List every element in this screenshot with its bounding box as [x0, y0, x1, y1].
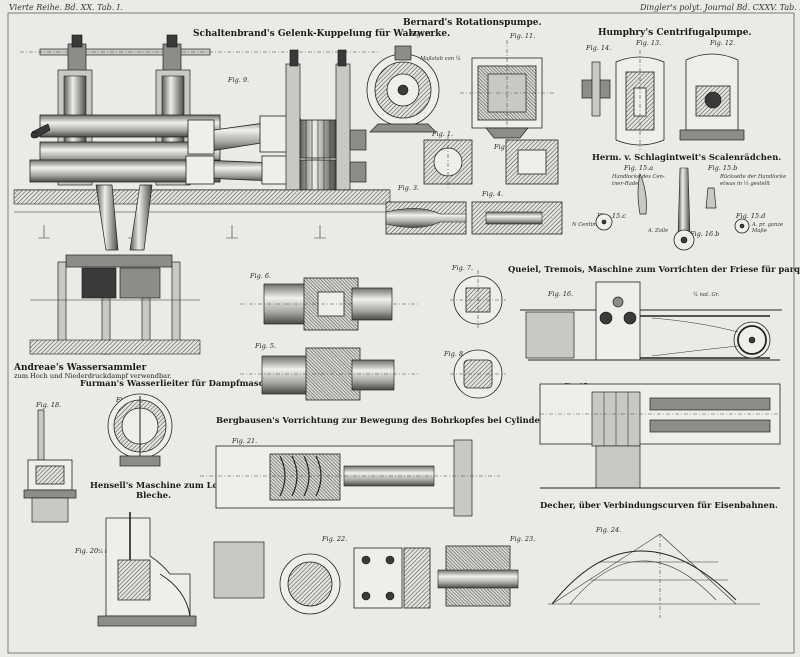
- label-fig-6: Fig. 6.: [249, 272, 271, 280]
- header-left: Vierte Reihe. Bd. XX. Tab. I.: [9, 3, 123, 12]
- title-schlagintweit: Herm. v. Schlagintweit's Scalenrädchen.: [592, 152, 781, 162]
- drawing-fig-11-pump-section: [460, 40, 556, 140]
- drawing-fig-4: [471, 201, 563, 235]
- title-humphry: Humphry's Centrifugalpumpe.: [598, 28, 752, 38]
- note-rueckseite-2: etwas in ⅓ gestellt: [720, 181, 771, 187]
- label-fig-7: Fig. 7.: [451, 264, 473, 272]
- title-bernard: Bernard's Rotationspumpe.: [403, 18, 542, 28]
- title-queiel: Queiel, Tremois, Maschine zum Vorrichten…: [508, 264, 800, 274]
- header-right: Dingler's polyt. Journal Bd. CXXV. Tab. …: [639, 3, 800, 12]
- label-fig-16b: Fig. 16.b: [689, 230, 719, 238]
- title-schaltenbrand: Schaltenbrand's Gelenk-Kuppelung für Wal…: [193, 28, 450, 39]
- label-fig-23: Fig. 23.: [509, 535, 535, 543]
- subtitle-andreae: zum Hoch und Niederdruckdampf verwendbar…: [14, 372, 172, 380]
- label-fig-5: Fig. 5.: [254, 342, 276, 350]
- title-furman: Furman's Wasserlieiter für Dampfmaschine…: [80, 378, 293, 388]
- drawing-fig-17: [539, 383, 781, 489]
- drawing-fig-7: [450, 270, 506, 330]
- drawing-fig-19: [107, 393, 173, 467]
- drawing-fig-6: [240, 277, 420, 331]
- note-pfund-2: Maße: [751, 228, 767, 234]
- label-fig-18: Fig. 18.: [35, 401, 61, 409]
- drawing-fig-21: [200, 439, 500, 517]
- drawing-fig-9-rolling-mill: [13, 34, 391, 355]
- label-fig-8: Fig. 8.: [443, 350, 465, 358]
- label-fig-24: Fig. 24.: [595, 526, 621, 534]
- note-centimeter: N Centimeter: [571, 222, 608, 228]
- label-fig-4: Fig. 4.: [481, 190, 503, 198]
- label-fig-10: Fig. 10.: [409, 30, 435, 38]
- drawing-fig-16: [520, 281, 782, 361]
- title-andreae: Andreae's Wassersammler: [13, 363, 147, 373]
- label-fig-14: Fig. 14.: [585, 44, 611, 52]
- label-fig-3: Fig. 3.: [397, 184, 419, 192]
- drawing-fig-5: [240, 347, 420, 401]
- note-rueckseite: Rückseite der Handlocke: [719, 174, 786, 180]
- label-fig-11: Fig. 11.: [509, 32, 535, 40]
- drawing-fig-23: [437, 545, 519, 607]
- title-bergbausen: Bergbausen's Vorrichtung zur Bewegung de…: [216, 415, 620, 425]
- drawing-fig-22: [213, 541, 431, 615]
- note-zoll: A. Zolle: [647, 228, 668, 234]
- drawing-fig-13: [615, 50, 665, 150]
- label-fig-2: Fig. 2.: [493, 143, 515, 151]
- label-fig-15d: Fig. 15.d: [735, 212, 765, 220]
- note-massstab: Maßstab von ¼: [419, 55, 461, 62]
- title-hensell-2: Bleche.: [136, 490, 171, 500]
- label-fig-20: Fig. 20.: [74, 547, 100, 555]
- label-fig-13: Fig. 13.: [635, 39, 661, 47]
- drawing-fig-12: [679, 53, 745, 141]
- note-handlocke-2: tner-Rades: [612, 181, 641, 187]
- note-handlocke: Handlocke des Cen-: [611, 174, 665, 180]
- drawing-fig-10-pump-elevation: [366, 45, 440, 133]
- drawing-fig-24-railway-curve: [548, 533, 760, 618]
- drawing-fig-15-scale-wheels: [595, 167, 750, 251]
- drawing-fig-2: [505, 139, 559, 185]
- label-fig-15b: Fig. 15.b: [707, 164, 737, 172]
- drawing-fig-18: [23, 409, 77, 523]
- plate-border: [7, 12, 795, 654]
- label-fig-15a: Fig. 15.a: [623, 164, 653, 172]
- label-fig-22: Fig. 22.: [321, 535, 347, 543]
- drawing-fig-20: [97, 512, 197, 627]
- note-pfund: A. pr. ganze: [751, 222, 783, 228]
- label-fig-16: Fig. 16.: [547, 290, 573, 298]
- note-nat-gr: ¼ nat. Gr.: [693, 291, 720, 298]
- label-fig-21: Fig. 21.: [231, 437, 257, 445]
- drawing-fig-8: [450, 349, 506, 399]
- label-fig-12: Fig. 12.: [709, 39, 735, 47]
- label-fig-9: Fig. 9.: [227, 76, 249, 84]
- title-decher: Decher, über Verbindungscurven für Eisen…: [540, 500, 778, 510]
- drawing-fig-1: [423, 136, 473, 190]
- label-fig-1: Fig. 1.: [431, 130, 453, 138]
- title-hensell: Hensell's Maschine zum Lochen der: [90, 480, 260, 490]
- label-fig-15c: Fig. 15.c: [596, 212, 626, 220]
- drawing-fig-3: [385, 201, 467, 235]
- drawing-fig-14: [581, 61, 611, 117]
